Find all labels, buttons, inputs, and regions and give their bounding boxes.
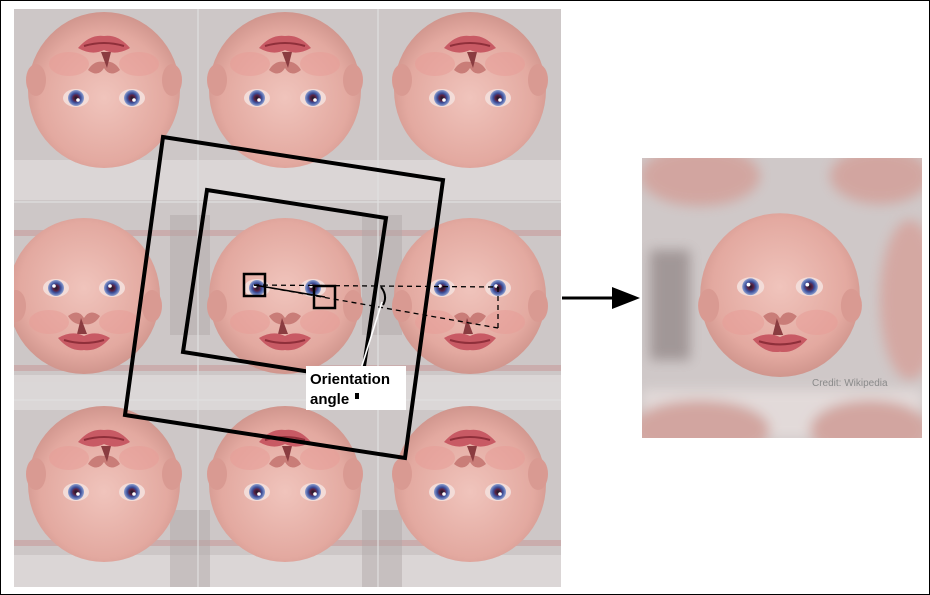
annotation-marker — [355, 393, 359, 399]
outer-rotated-box — [122, 134, 446, 461]
transform-arrow — [562, 287, 640, 309]
angle-arc — [380, 286, 387, 306]
right-eye-box — [312, 284, 337, 310]
annotation-line2: angle — [310, 391, 349, 408]
angle-construction — [253, 284, 499, 329]
annotation-line1: Orientation — [310, 371, 390, 388]
callout-pointer — [359, 301, 383, 373]
eye-connector-line — [253, 284, 326, 298]
annotation-background — [306, 366, 406, 410]
reflected-mosaic — [14, 9, 561, 587]
credit-label: Credit: Wikipedia — [812, 378, 888, 389]
normalized-face-panel — [642, 158, 922, 438]
